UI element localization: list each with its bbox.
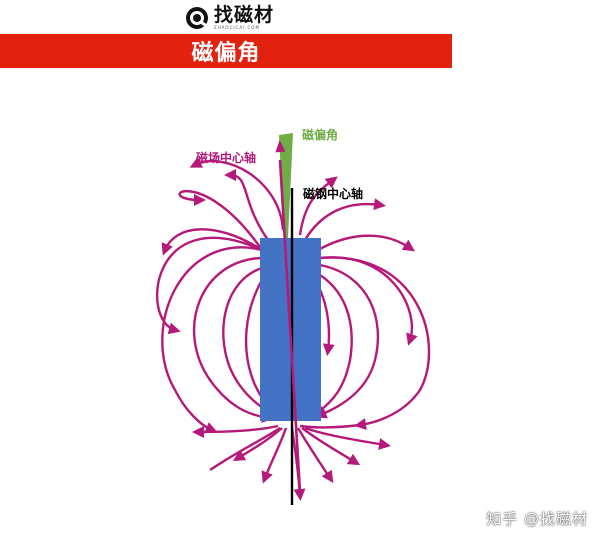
field-line: [296, 427, 334, 483]
field-line: [192, 256, 274, 423]
title-bar: 磁偏角: [0, 34, 452, 68]
field-axis-label: 磁场中心轴: [196, 151, 257, 165]
field-line: [222, 266, 277, 419]
field-line: [189, 156, 285, 231]
field-center-axis-arrowhead: [275, 140, 286, 153]
watermark: 知乎 @找磁材: [486, 510, 588, 528]
field-line: [314, 263, 380, 419]
field-line: [161, 246, 263, 434]
field-line: [232, 427, 283, 462]
brand-logo: 找磁材 ZHAOCICAI.COM: [186, 6, 274, 30]
field-lines-left: [156, 156, 285, 434]
declination-label: 磁偏角: [302, 128, 339, 142]
field-line: [304, 426, 391, 450]
field-line: [317, 234, 415, 252]
field-line: [178, 189, 263, 251]
field-lines-bottom: [192, 423, 391, 501]
field-line: [298, 176, 338, 236]
declination-wedge: [279, 133, 293, 238]
field-line: [261, 427, 288, 484]
page-title: 磁偏角: [191, 41, 261, 66]
brand-name: 找磁材: [214, 4, 275, 26]
field-line: [161, 228, 263, 256]
field-line: [301, 427, 361, 466]
field-line: [319, 256, 431, 431]
field-line: [313, 274, 353, 416]
field-line: [303, 198, 386, 241]
search-magnifier-icon: [186, 7, 208, 29]
field-line: [299, 423, 361, 429]
brand-domain: ZHAOCICAI.COM: [214, 25, 260, 30]
field-line: [192, 424, 279, 438]
magnet-axis-label: 磁钢中心轴: [303, 187, 364, 201]
field-center-axis: [278, 159, 302, 493]
field-line: [209, 427, 281, 471]
field-line: [224, 169, 269, 241]
